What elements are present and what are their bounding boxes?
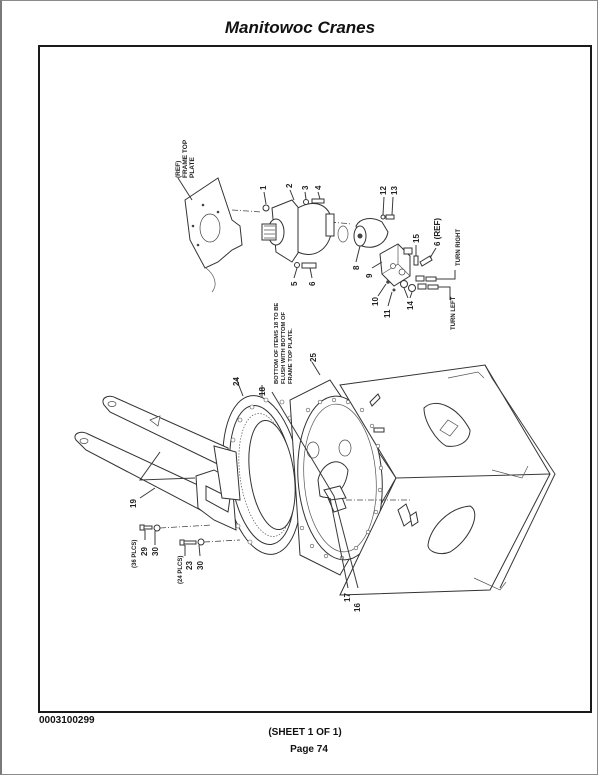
part-30-washer-a [153, 524, 161, 532]
page-number: Page 74 [290, 744, 328, 755]
o-ring [337, 225, 349, 243]
callout-10: 10 [371, 297, 380, 306]
plcs-24-label: (24 PLCS) [178, 556, 184, 584]
callout-2: 2 [285, 183, 294, 188]
part-23-bolt [179, 539, 197, 546]
callout-23: 23 [185, 561, 194, 570]
callout-30-b: 30 [196, 561, 205, 570]
frame-top-plate-label: (REF) FRAME TOP PLATE [175, 139, 196, 178]
svg-text:FLUSH WITH BOTTOM OF: FLUSH WITH BOTTOM OF [281, 312, 287, 384]
callout-5: 5 [290, 281, 299, 286]
leader-18-ext [271, 391, 335, 497]
part-15-check-valve [413, 255, 419, 266]
callout-4: 4 [314, 185, 323, 190]
centerline-29 [159, 524, 213, 529]
frame-top-plate-ref [177, 177, 243, 293]
part-25-rotating-bed-frame [289, 364, 556, 596]
part-30-washer-b [197, 538, 205, 546]
callout-29: 29 [140, 547, 149, 556]
part-19-mast-bracket [74, 395, 241, 531]
part-6-hose-fitting [301, 262, 317, 269]
part-2-swing-drive [261, 199, 335, 263]
part-9-valve-block [379, 243, 413, 287]
turn-left-label: TURN LEFT [451, 296, 457, 330]
part-1-bolt [262, 204, 270, 212]
callout-19: 19 [129, 499, 138, 508]
callout-14: 14 [406, 301, 415, 310]
plcs-36-label: (36 PLCS) [132, 540, 138, 568]
part-4-bolt [311, 198, 325, 204]
exploded-parts-diagram: (REF) FRAME TOP PLATE [74, 139, 556, 612]
callout-16: 16 [353, 603, 362, 612]
part-8-hydraulic-motor [353, 218, 389, 248]
callout-15: 15 [412, 234, 421, 243]
flush-note: BOTTOM OF ITEMS 18 TO BE FLUSH WITH BOTT… [274, 303, 294, 384]
callout-25: 25 [309, 353, 318, 362]
part-29-bolt [139, 524, 153, 531]
callout-11: 11 [383, 309, 392, 318]
callout-12: 12 [379, 186, 388, 195]
turn-leaders [436, 270, 456, 300]
callout-3: 3 [301, 185, 310, 190]
callout-1: 1 [259, 185, 268, 190]
svg-text:PLATE: PLATE [189, 157, 196, 178]
callout-24: 24 [232, 377, 241, 386]
frame-bolt-holes [299, 397, 384, 561]
leaders-16-17 [329, 495, 359, 589]
leader-24 [235, 377, 244, 397]
callout-13: 13 [390, 186, 399, 195]
callout-18: 18 [258, 387, 267, 396]
document-number: 0003100299 [39, 715, 95, 726]
part-5-fitting [294, 262, 300, 268]
svg-text:BOTTOM OF ITEMS 18 TO BE: BOTTOM OF ITEMS 18 TO BE [274, 303, 280, 384]
callout-6-ref: 6 (REF) [433, 218, 442, 246]
turn-right-label: TURN RIGHT [456, 229, 462, 266]
svg-text:(REF): (REF) [175, 161, 182, 178]
sheet-indicator: (SHEET 1 OF 1) [268, 727, 342, 738]
callout-6: 6 [308, 281, 317, 286]
svg-text:FRAME TOP PLATE.: FRAME TOP PLATE. [288, 328, 294, 384]
svg-text:FRAME TOP: FRAME TOP [182, 139, 189, 178]
part-14-fittings [400, 275, 439, 292]
callout-30-a: 30 [151, 547, 160, 556]
leader-25 [311, 361, 321, 376]
callout-8: 8 [352, 265, 361, 270]
callout-9: 9 [365, 273, 374, 278]
diagram-frame: (REF) FRAME TOP PLATE [38, 45, 592, 713]
leader-19 [139, 487, 156, 499]
part-24-swing-bearing [222, 395, 302, 555]
centerline-23 [203, 539, 241, 543]
callout-17: 17 [343, 593, 352, 602]
page-title: Manitowoc Cranes [224, 18, 376, 37]
